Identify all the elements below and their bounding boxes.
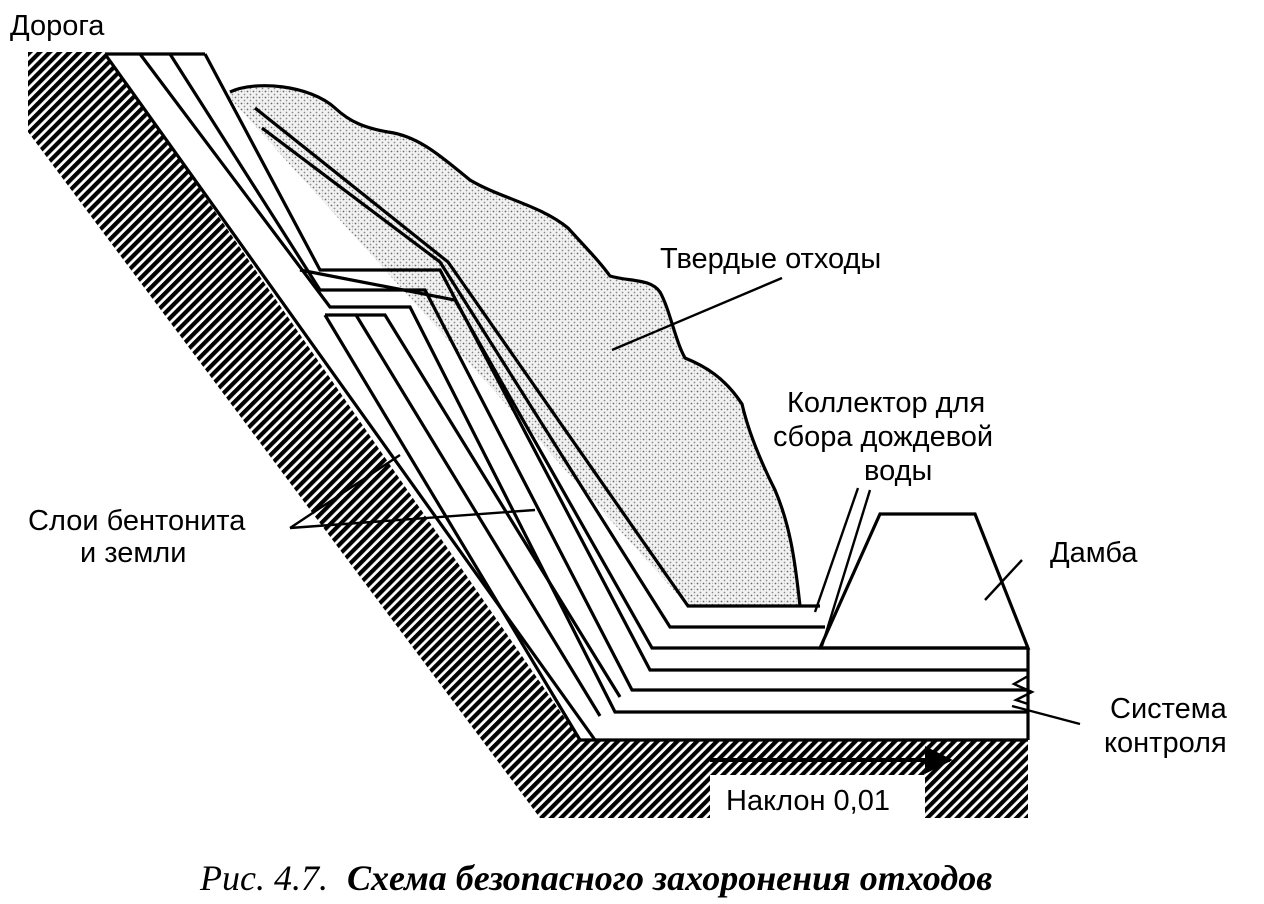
label-slope: Наклон 0,01: [726, 785, 890, 817]
label-road: Дорога: [10, 10, 105, 42]
label-collector-line1: Коллектор для: [787, 387, 985, 419]
leader-lines: [289, 276, 1081, 726]
slope-label-bg: [710, 775, 925, 821]
label-bentonite-line1: Слои бентонита: [28, 505, 246, 537]
figure-caption: Рис. 4.7. Схема безопасного захоронения …: [199, 858, 992, 898]
figure-title: Схема безопасного захоронения отходов: [347, 858, 992, 898]
label-dam: Дамба: [1050, 537, 1138, 569]
label-solid-waste: Твердые отходы: [660, 243, 881, 275]
label-bentonite-line2: и земли: [80, 537, 186, 569]
figure-number: Рис. 4.7.: [199, 858, 328, 898]
label-control-line2: контроля: [1104, 727, 1227, 759]
label-collector-line2: сбора дождевой: [773, 421, 993, 453]
solid-waste-mass: [228, 85, 800, 606]
label-control-line1: Система: [1110, 693, 1228, 725]
liner-layers-upper: [103, 52, 1028, 741]
liner-layers-lower: [323, 313, 1028, 742]
solid-waste-outline: [229, 84, 802, 607]
label-collector-line3: воды: [864, 455, 932, 487]
break-mark: [1011, 674, 1035, 706]
